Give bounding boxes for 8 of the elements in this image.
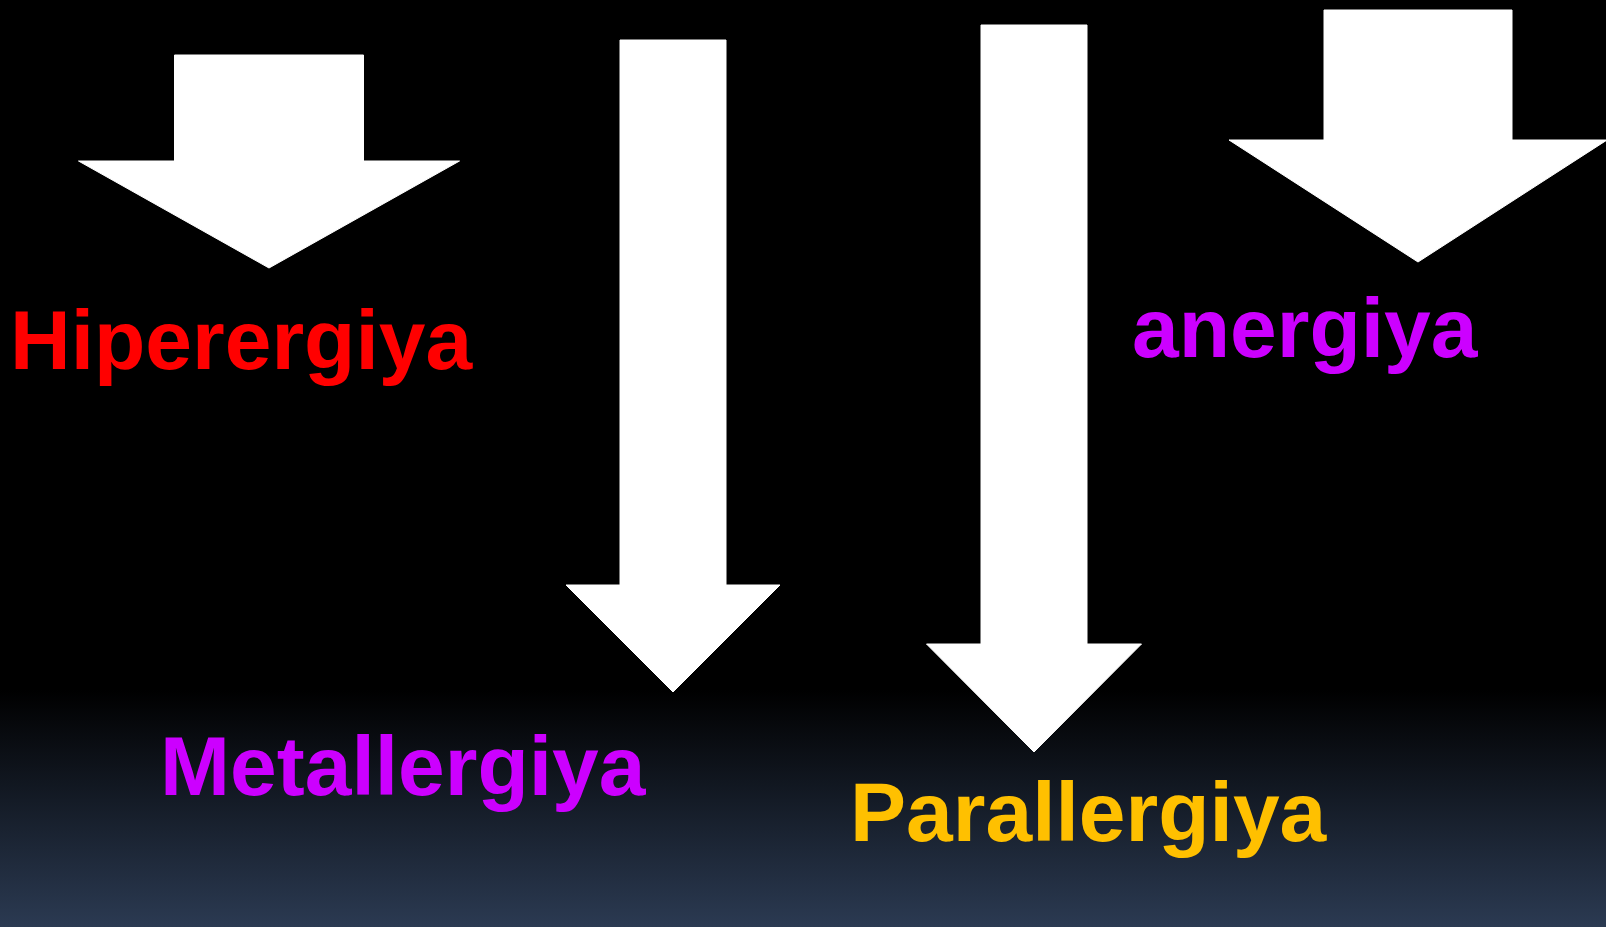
block-arrow	[565, 39, 781, 693]
block-arrow	[926, 24, 1142, 753]
term-label: anergiya	[1132, 262, 1478, 377]
term-label: Hiperergiya	[10, 268, 473, 389]
block-arrow	[78, 54, 460, 269]
term-label: Parallergiya	[850, 752, 1327, 861]
term-label: Metallergiya	[160, 692, 646, 815]
block-arrow	[1228, 9, 1606, 263]
